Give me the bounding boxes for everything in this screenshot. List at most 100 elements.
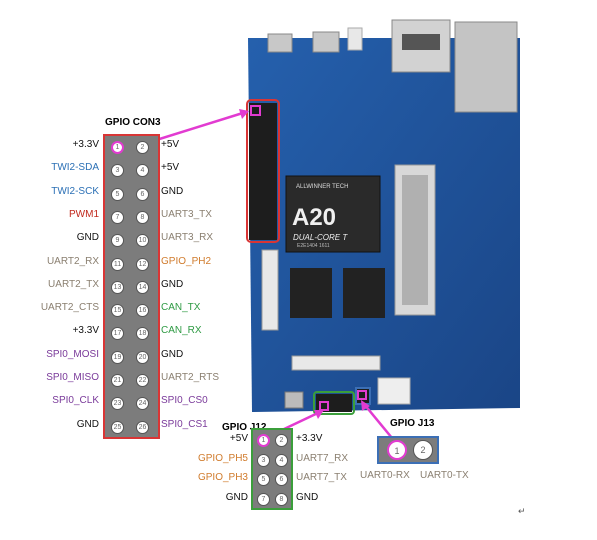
con3-box-pin-10: 10: [136, 234, 149, 248]
con3-box-pin-23: 23: [111, 397, 124, 411]
j12-box-pin-4: 4: [275, 453, 288, 467]
chip-brand: ALLWINNER TECH: [296, 184, 349, 190]
con3-box-pin-22: 22: [136, 374, 149, 387]
ribbon-connector-1: [261, 249, 279, 331]
con3-box-pin-1: 1: [111, 141, 124, 154]
con3-right-label-6: GND: [161, 278, 184, 290]
j12-left-label-1: GPIO_PH5: [197, 452, 248, 464]
white-connector: [377, 377, 411, 405]
con3-box-pin-25: 25: [111, 420, 124, 434]
con3-box-pin-24: 24: [136, 397, 149, 411]
con3-box-pin-6: 6: [136, 187, 149, 201]
con3-right-label-4: UART3_RX: [161, 232, 214, 244]
con3-left-label-3: PWM1: [69, 208, 99, 220]
con3-left-label-8: +3.3V: [72, 325, 99, 337]
title-gpio-j13: GPIO J13: [390, 418, 435, 429]
j13-label-0: UART0-RX: [360, 470, 410, 481]
con3-right-label-8: CAN_RX: [161, 325, 202, 337]
ribbon-connector-2: [291, 355, 381, 371]
ram-chip-1: [290, 268, 332, 318]
con3-box-pin-15: 15: [111, 304, 124, 318]
con3-box-pin-8: 8: [136, 210, 149, 224]
con3-left-label-1: TWI2-SDA: [51, 162, 99, 174]
con3-left-label-7: UART2_CTS: [40, 302, 99, 314]
con3-header-board: [249, 103, 277, 240]
con3-box-pin-13: 13: [111, 280, 124, 294]
micro-usb-2: [312, 31, 340, 53]
j12-right-label-2: UART7_TX: [296, 472, 347, 483]
j12-right-label-1: UART7_RX: [296, 452, 349, 464]
con3-right-label-0: +5V: [161, 139, 180, 150]
micro-usb-1: [267, 33, 293, 53]
j12-box-pin-3: 3: [257, 453, 270, 467]
con3-highlight: [246, 99, 280, 243]
j12-box-pin-7: 7: [257, 492, 270, 506]
j12-left-label-2: GPIO_PH3: [197, 472, 248, 483]
j12-box-pin-8: 8: [275, 492, 288, 506]
con3-box-pin-11: 11: [111, 257, 124, 271]
con3-right-label-1: +5V: [161, 162, 180, 174]
j12-header-board: [316, 394, 352, 412]
pcb: [248, 38, 520, 412]
title-gpio-con3: GPIO CON3: [105, 117, 161, 128]
con3-left-label-9: SPI0_MOSI: [46, 348, 99, 360]
j12-highlight: [313, 391, 355, 415]
chip-code: E2E1404 1611: [297, 243, 330, 249]
j13-box-pin-2: 2: [413, 440, 433, 460]
j12-box-pin-2: 2: [275, 434, 288, 447]
button-white: [347, 27, 363, 51]
con3-right-label-3: UART3_TX: [161, 208, 212, 220]
con3-box-pin-5: 5: [111, 187, 124, 201]
j12-left-label-0: +5V: [229, 433, 248, 444]
ram-chip-2: [343, 268, 385, 318]
j12-right-label-3: GND: [296, 491, 319, 503]
con3-box-pin-3: 3: [111, 164, 124, 178]
con3-left-label-4: GND: [76, 232, 99, 244]
j12-box-pin-1: 1: [257, 434, 270, 447]
con3-left-label-10: SPI0_MISO: [46, 372, 99, 383]
j12-box-pin-5: 5: [257, 473, 270, 486]
con3-left-label-12: GND: [76, 418, 99, 430]
j12-right-label-0: +3.3V: [296, 433, 323, 444]
con3-left-label-2: TWI2-SCK: [51, 185, 99, 197]
j12-box-pin-6: 6: [275, 473, 288, 486]
con3-box-pin-7: 7: [111, 210, 124, 224]
con3-box-pin-12: 12: [136, 257, 149, 271]
con3-box-pin-21: 21: [111, 374, 124, 387]
con3-box-pin-26: 26: [136, 420, 149, 434]
con3-box-pin-14: 14: [136, 280, 149, 294]
con3-right-label-7: CAN_TX: [161, 302, 201, 314]
con3-right-label-11: SPI0_CS0: [161, 395, 208, 407]
j12-left-label-3: GND: [225, 491, 248, 503]
con3-left-label-0: +3.3V: [72, 139, 99, 150]
arrow-j13: [363, 403, 393, 439]
j13-box-pin-1: 1: [387, 440, 407, 460]
con3-box-pin-9: 9: [111, 234, 124, 248]
con3-left-label-11: SPI0_CLK: [52, 395, 99, 407]
cpu-chip: [285, 175, 381, 253]
con3-box-pin-17: 17: [111, 327, 124, 341]
con3-left-label-5: UART2_RX: [46, 255, 99, 267]
con3-right-label-12: SPI0_CS1: [161, 418, 208, 430]
con3-box-pin-19: 19: [111, 350, 124, 364]
corner-mark: ↵: [518, 506, 526, 516]
con3-left-label-6: UART2_TX: [48, 278, 99, 290]
con3-box-pin-16: 16: [136, 304, 149, 318]
con3-box-pin-4: 4: [136, 164, 149, 178]
ethernet-port: [454, 21, 518, 113]
con3-box-pin-18: 18: [136, 327, 149, 341]
j13-label-1: UART0-TX: [420, 470, 469, 481]
con3-box-pin-2: 2: [136, 141, 149, 154]
title-gpio-j12: GPIO J12: [222, 422, 267, 433]
con3-right-label-2: GND: [161, 185, 184, 197]
con3-right-label-9: GND: [161, 348, 184, 360]
con3-right-label-10: UART2_RTS: [161, 372, 219, 383]
con3-box-pin-20: 20: [136, 350, 149, 364]
chip-model: A20: [292, 204, 337, 231]
con3-right-label-5: GPIO_PH2: [161, 255, 212, 267]
chip-subtitle: DUAL-CORE T: [293, 233, 348, 242]
